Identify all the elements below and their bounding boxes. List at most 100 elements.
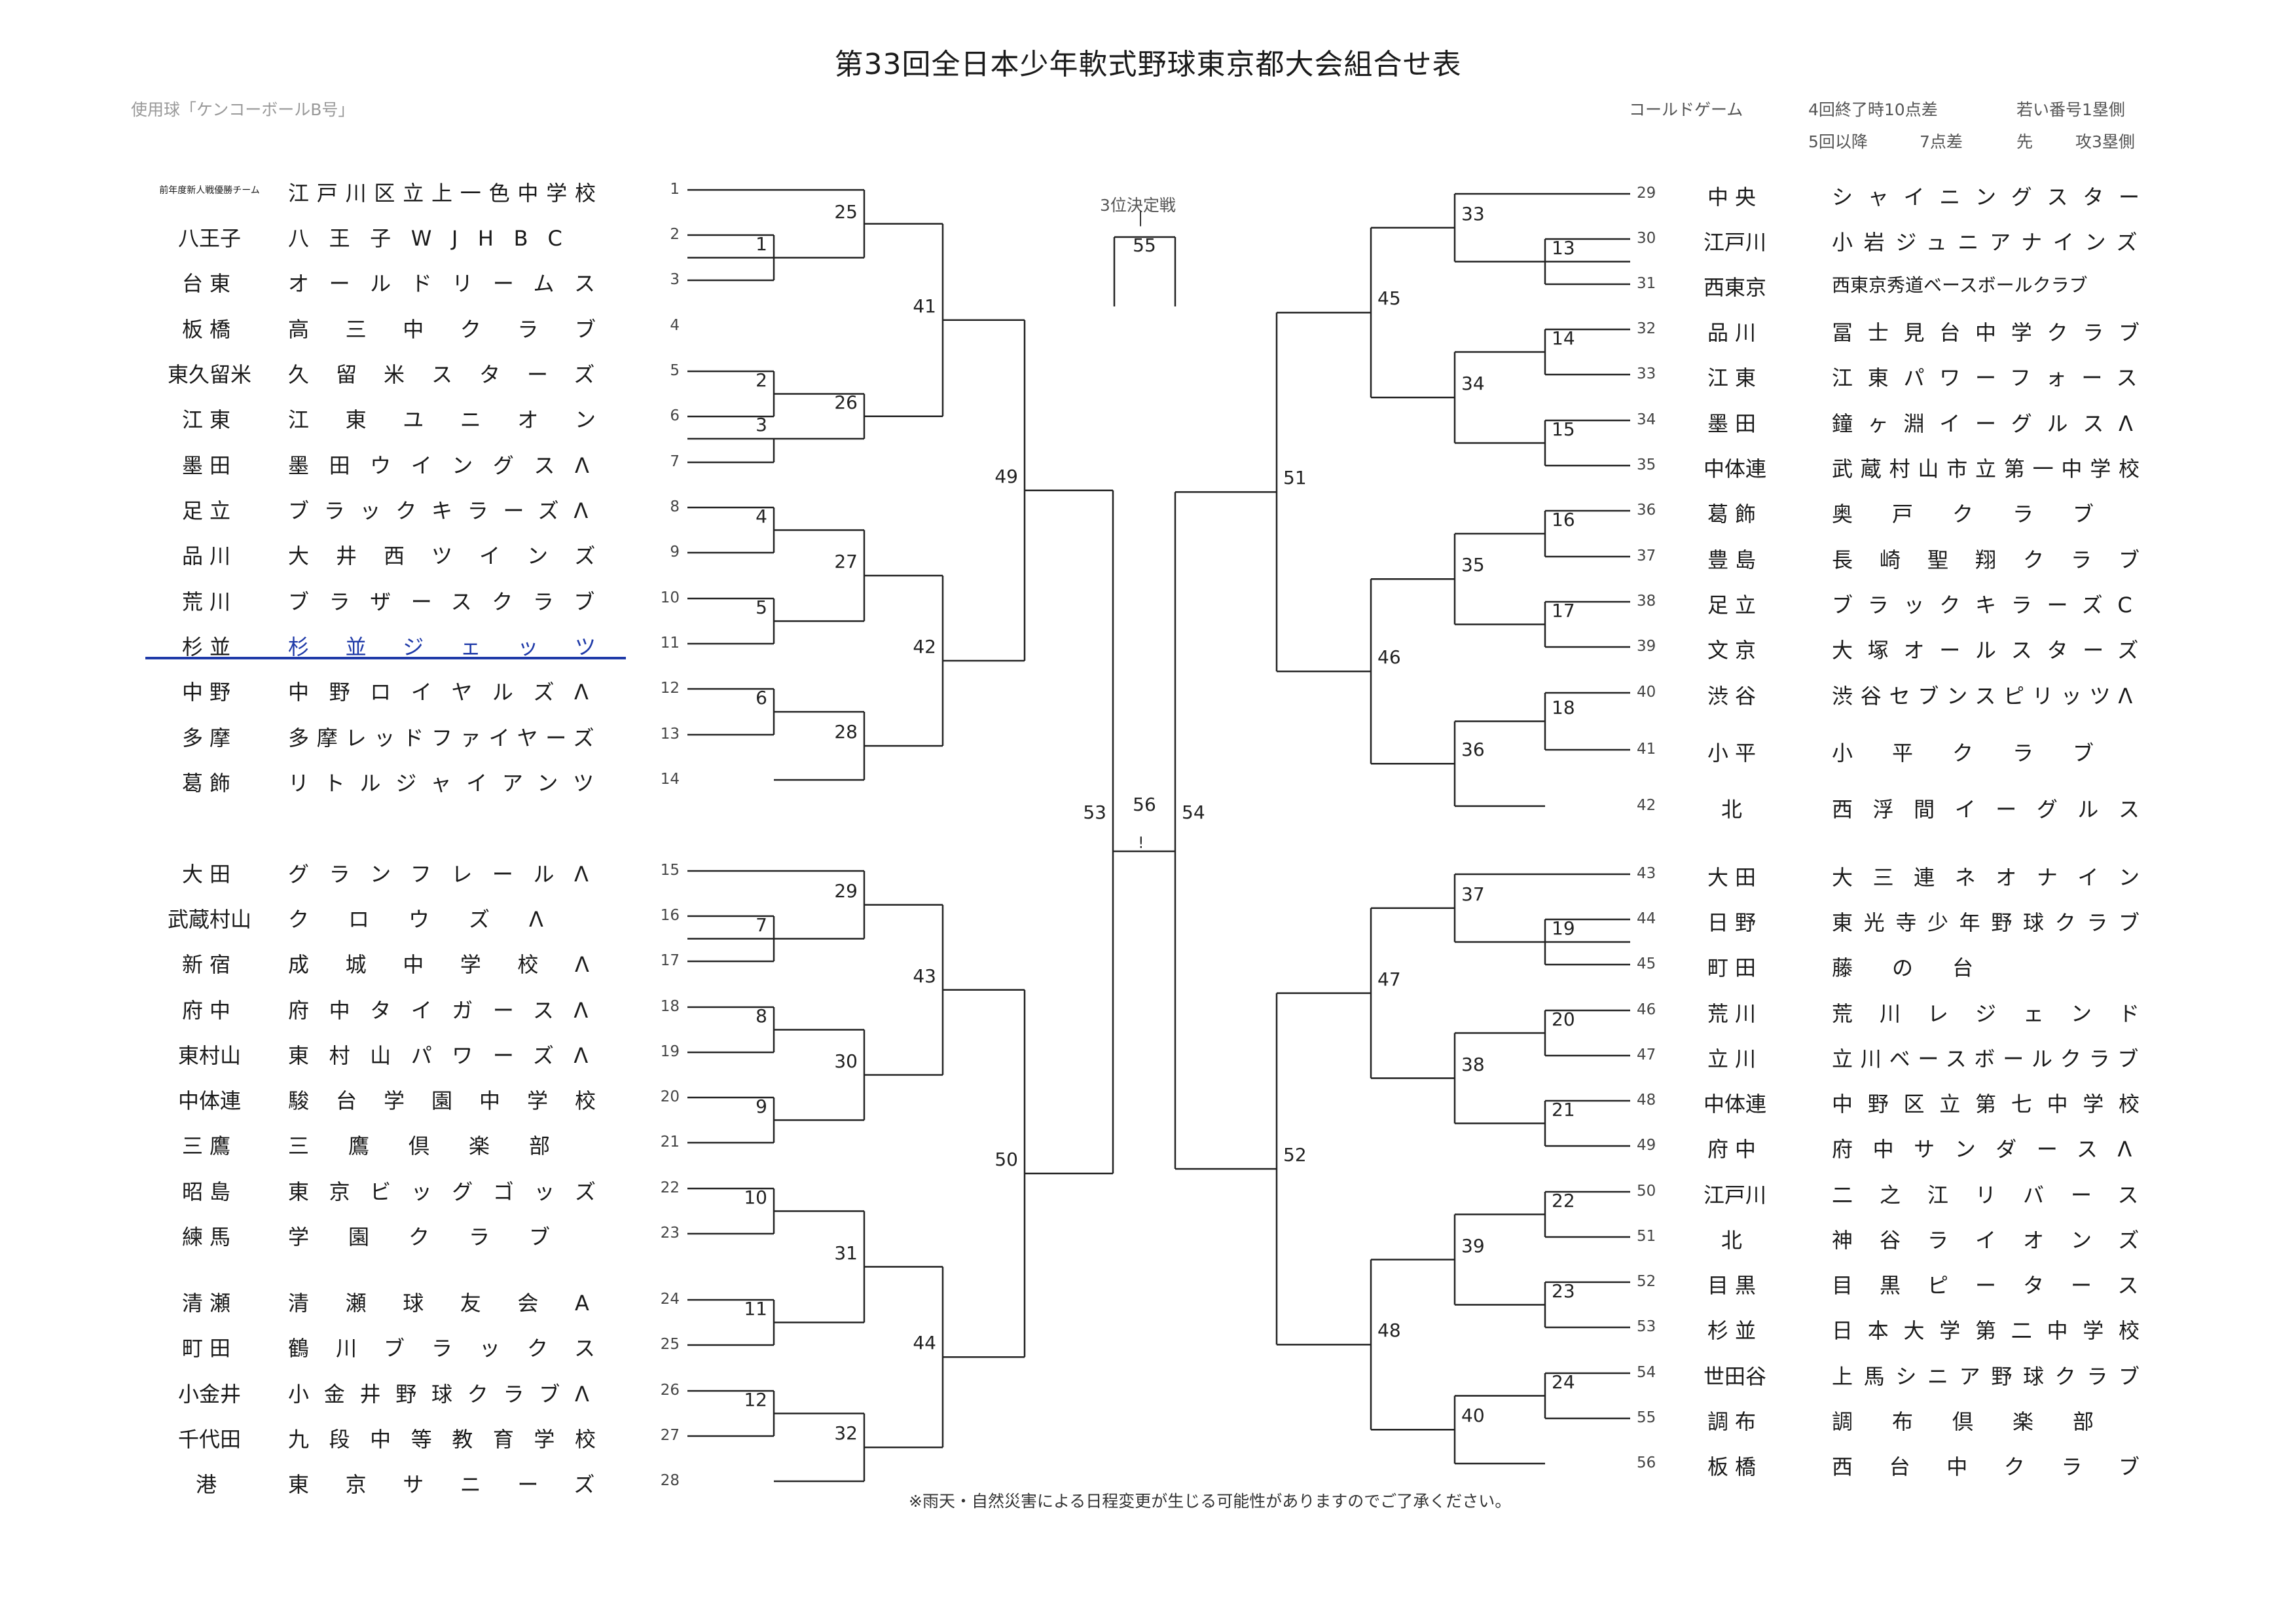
entry-team-name: 久留米スターズ: [288, 362, 622, 387]
match-number: 39: [1461, 1234, 1485, 1257]
entry-district: 江戸川: [1703, 230, 1766, 255]
entry-team-name: 東村山パワーズΛ: [288, 1043, 608, 1068]
entry-slot-number: 35: [1637, 456, 1656, 473]
entry-district: 中央: [1707, 185, 1762, 210]
entry-team-name: 府中タイガースΛ: [288, 998, 608, 1023]
entry-slot-number: 27: [660, 1427, 680, 1444]
entry-team-name: 多摩レッドファイヤーズ: [288, 726, 602, 750]
entry-team-name: 立川ベースボールクラブ: [1832, 1046, 2147, 1071]
entry-district: 目黒: [1707, 1273, 1762, 1298]
entry-team-name: シャイニングスター: [1832, 185, 2155, 210]
entry-slot-number: 8: [670, 498, 680, 515]
match-number: 19: [1552, 917, 1575, 939]
match-number: 31: [834, 1242, 858, 1264]
entry-slot-number: 54: [1637, 1364, 1656, 1381]
match-number: 41: [913, 295, 936, 317]
entry-district: 板橋: [181, 317, 237, 342]
match-number: 26: [834, 391, 858, 413]
entry-district: 中野: [181, 680, 237, 705]
entry-team-name: 八王子WJHBC: [288, 226, 583, 251]
entry-slot-number: 24: [660, 1291, 680, 1308]
entry-district: 渋谷: [1707, 684, 1762, 709]
entry-team-name: ブラックキラーズΛ: [288, 498, 604, 523]
entry-district: 八王子: [177, 226, 241, 251]
entry-slot-number: 23: [660, 1225, 680, 1242]
entry-district: 品川: [1707, 320, 1762, 345]
rules-r2-c: 先: [2016, 132, 2033, 151]
entry-team-name: リトルジャイアンツ: [288, 771, 609, 796]
rules-r2-a: 5回以降: [1808, 132, 1868, 151]
match-number: 42: [913, 636, 936, 657]
entry-district: 江戸川: [1703, 1183, 1766, 1208]
page-title: 第33回全日本少年軟式野球東京都大会組合せ表: [834, 48, 1462, 81]
match-number: 45: [1377, 287, 1401, 310]
match-number: 18: [1552, 696, 1575, 718]
entry-slot-number: 39: [1637, 638, 1656, 655]
match-number: 34: [1461, 373, 1485, 394]
entry-district: 大田: [181, 862, 237, 887]
entry-slot-number: 15: [660, 862, 680, 879]
entry-team-name: 鶴川ブラックス: [288, 1336, 623, 1361]
entry-team-name: 西台中クラブ: [1832, 1454, 2176, 1479]
entry-district: 豊島: [1707, 547, 1762, 572]
entry-district: 荒川: [181, 589, 237, 614]
match-number: 28: [834, 721, 858, 743]
entry-slot-number: 21: [660, 1134, 680, 1151]
entry-district: 町田: [1707, 955, 1762, 980]
entry-district: 町田: [181, 1336, 237, 1361]
match-number: 46: [1377, 646, 1401, 669]
entry-district: 墨田: [1707, 411, 1762, 436]
rules-r2-b: 7点差: [1920, 132, 1963, 151]
entry-district: 立川: [1707, 1046, 1762, 1071]
match-number: 29: [834, 879, 858, 902]
entry-slot-number: 51: [1637, 1228, 1656, 1245]
entry-district: 東村山: [177, 1043, 241, 1068]
entry-district: 墨田: [181, 453, 237, 478]
entry-slot-number: 11: [660, 635, 680, 652]
entry-slot-number: 48: [1637, 1092, 1656, 1109]
entry-team-name: 江東ユニオン: [288, 407, 632, 432]
match-number: 35: [1461, 554, 1485, 576]
entry-slot-number: 29: [1637, 185, 1656, 202]
entry-team-name: 高三中クラブ: [288, 317, 632, 342]
entry-slot-number: 19: [660, 1043, 680, 1060]
entry-district: 清瀬: [181, 1291, 237, 1316]
match-number: 54: [1182, 802, 1205, 823]
match-number: 56: [1133, 794, 1156, 815]
entry-slot-number: 16: [660, 907, 680, 924]
entry-team-name: 武蔵村山市立第一中学校: [1832, 456, 2147, 481]
entry-team-name: 三鷹倶楽部: [288, 1134, 590, 1158]
entry-district: 足立: [181, 498, 237, 523]
entry-district: 小平: [1707, 741, 1762, 766]
entry-team-name: オールドリームス: [288, 271, 615, 296]
match-number: 8: [756, 1005, 767, 1027]
entry-district: 杉並: [181, 635, 237, 659]
entry-slot-number: 26: [660, 1382, 680, 1399]
entry-team-name: 小平クラブ: [1832, 741, 2134, 766]
entry-slot-number: 4: [670, 317, 680, 334]
entry-team-name: ブラックキラーズC: [1832, 593, 2147, 618]
entry-district: 東久留米: [167, 362, 251, 387]
entry-team-name: 中野区立第七中学校: [1832, 1092, 2155, 1116]
match-number: 5: [756, 596, 767, 618]
entry-slot-number: 41: [1637, 741, 1656, 758]
entry-team-name: 長崎聖翔クラブ: [1832, 547, 2167, 572]
entry-team-name: ブラザースクラブ: [288, 589, 615, 614]
entry-district: 品川: [181, 544, 237, 568]
match-number: 44: [913, 1332, 936, 1354]
entry-district: 江東: [181, 407, 237, 432]
match-number: 2: [756, 369, 767, 391]
entry-slot-number: 43: [1637, 865, 1656, 882]
entry-team-name: 冨士見台中学クラブ: [1832, 320, 2155, 345]
entry-team-name: クロウズΛ: [288, 907, 583, 932]
entry-slot-number: 18: [660, 998, 680, 1015]
entry-slot-number: 28: [660, 1472, 680, 1489]
entry-slot-number: 20: [660, 1088, 680, 1105]
entry-team-name: 神谷ライオンズ: [1832, 1228, 2166, 1253]
entry-slot-number: 46: [1637, 1001, 1656, 1018]
entry-district: 中体連: [177, 1088, 241, 1113]
entry-district: 新宿: [181, 952, 237, 977]
match-number: 23: [1552, 1280, 1575, 1302]
entry-slot-number: 12: [660, 680, 680, 697]
